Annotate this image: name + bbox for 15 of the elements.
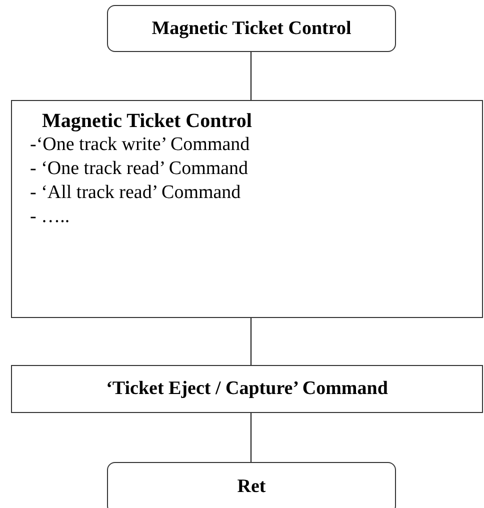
process-box [11,365,483,413]
box-label: Magnetic Ticket Control [152,16,352,40]
connector-line [250,318,252,365]
list-item: - ‘All track read’ Command [30,181,242,205]
box-heading: Magnetic Ticket Control [42,109,253,133]
box-label: ‘Ticket Eject / Capture’ Command [106,377,388,401]
list-item: - ….. [30,205,71,229]
box-label: Ret [237,475,266,499]
content-box [11,100,483,318]
rounded-box [107,5,396,52]
rounded-box [107,462,396,508]
list-item: - ‘One track read’ Command [30,157,250,181]
connector-line [250,52,252,100]
list-item: -‘One track write’ Command [30,133,251,157]
connector-line [250,413,252,462]
